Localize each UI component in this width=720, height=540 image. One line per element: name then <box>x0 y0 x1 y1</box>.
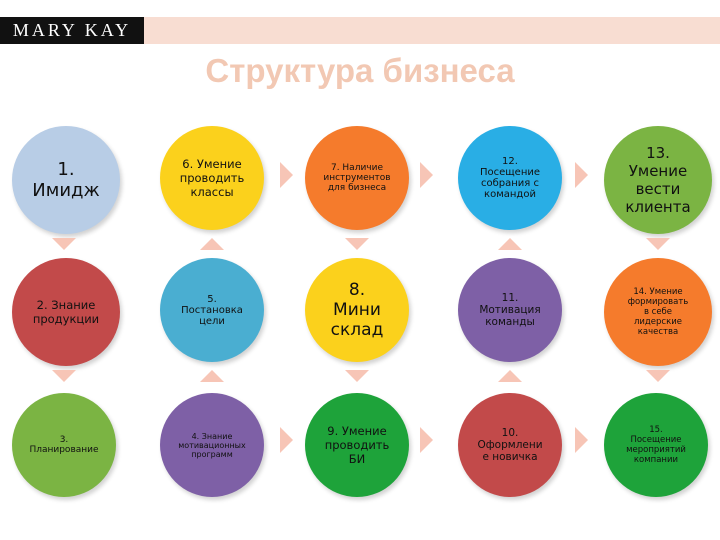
step-10-circle: 10. Оформлени е новичка <box>458 393 562 497</box>
step-12-label: 12. Посещение собрания с командой <box>479 156 541 200</box>
arrow-right-icon <box>575 162 588 188</box>
mary-kay-logo: MARY KAY <box>0 17 144 44</box>
page-title: Структура бизнеса <box>205 52 515 89</box>
arrow-up-icon <box>200 370 224 382</box>
step-3-circle: 3. Планирование <box>12 393 116 497</box>
step-11-circle: 11. Мотивация команды <box>458 258 562 362</box>
step-5-label: 5. Постановка цели <box>181 293 243 327</box>
arrow-right-icon <box>280 427 293 453</box>
arrow-down-icon <box>52 370 76 382</box>
step-1-circle: 1. Имидж <box>12 126 120 234</box>
step-9-circle: 9. Умение проводить БИ <box>305 393 409 497</box>
step-11-label: 11. Мотивация команды <box>479 292 541 328</box>
arrow-down-icon <box>646 238 670 250</box>
arrow-down-icon <box>52 238 76 250</box>
step-4-label: 4. Знание мотивационных программ <box>178 431 246 459</box>
arrow-down-icon <box>345 238 369 250</box>
step-6-circle: 6. Умение проводить классы <box>160 126 264 230</box>
step-12-circle: 12. Посещение собрания с командой <box>458 126 562 230</box>
arrow-right-icon <box>420 427 433 453</box>
arrow-right-icon <box>420 162 433 188</box>
arrow-up-icon <box>498 370 522 382</box>
step-1-label: 1. Имидж <box>32 159 100 201</box>
step-13-circle: 13. Умение вести клиента <box>604 126 712 234</box>
step-8-circle: 8. Мини склад <box>305 258 409 362</box>
arrow-right-icon <box>575 427 588 453</box>
step-7-circle: 7. Наличие инструментов для бизнеса <box>305 126 409 230</box>
step-14-label: 14. Умение формировать в себе лидерские … <box>627 287 689 337</box>
step-5-circle: 5. Постановка цели <box>160 258 264 362</box>
step-7-label: 7. Наличие инструментов для бизнеса <box>323 163 391 193</box>
step-8-label: 8. Мини склад <box>330 280 384 340</box>
step-2-label: 2. Знание продукции <box>32 298 100 326</box>
step-4-circle: 4. Знание мотивационных программ <box>160 393 264 497</box>
step-15-label: 15. Посещение мероприятий компании <box>626 425 686 465</box>
step-10-label: 10. Оформлени е новичка <box>477 427 543 463</box>
step-2-circle: 2. Знание продукции <box>12 258 120 366</box>
arrow-up-icon <box>200 238 224 250</box>
arrow-down-icon <box>345 370 369 382</box>
step-3-label: 3. Планирование <box>29 435 99 455</box>
step-6-label: 6. Умение проводить классы <box>179 157 245 199</box>
step-15-circle: 15. Посещение мероприятий компании <box>604 393 708 497</box>
step-9-label: 9. Умение проводить БИ <box>324 424 390 466</box>
step-13-label: 13. Умение вести клиента <box>625 144 691 216</box>
step-14-circle: 14. Умение формировать в себе лидерские … <box>604 258 712 366</box>
arrow-right-icon <box>280 162 293 188</box>
arrow-up-icon <box>498 238 522 250</box>
arrow-down-icon <box>646 370 670 382</box>
